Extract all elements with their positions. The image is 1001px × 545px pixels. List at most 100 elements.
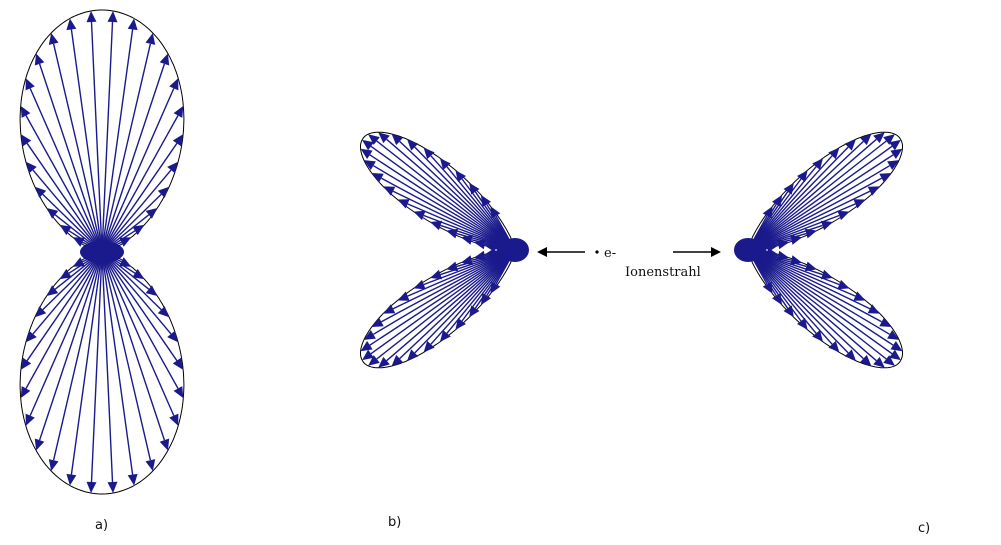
arrowhead-icon	[820, 220, 833, 231]
arrowhead-icon	[783, 182, 794, 195]
arrowhead-icon	[383, 186, 396, 196]
arrowhead-icon	[371, 317, 384, 327]
field-arrow	[747, 249, 849, 354]
arrowhead-icon	[360, 148, 373, 159]
field-arrow	[747, 249, 871, 310]
arrowhead-icon	[107, 11, 118, 23]
field-arrow	[25, 251, 103, 389]
field-arrow	[26, 142, 103, 253]
arrowhead-icon	[430, 269, 443, 280]
arrowhead-icon	[879, 173, 892, 183]
field-arrow	[747, 155, 833, 251]
arrowhead-icon	[66, 473, 77, 486]
field-arrow	[747, 249, 817, 334]
arrowhead-icon	[887, 330, 900, 340]
field-arrow	[32, 251, 103, 335]
field-arrow	[101, 251, 172, 335]
arrowhead-icon	[34, 438, 45, 451]
arrowhead-icon	[25, 413, 35, 426]
field-arrow	[376, 140, 516, 251]
arrowhead-icon	[34, 306, 47, 318]
arrowhead-icon	[20, 105, 31, 118]
arrowhead-icon	[413, 279, 426, 290]
field-arrow	[747, 249, 864, 360]
arrowhead-icon	[766, 247, 779, 258]
field-arrow	[370, 145, 516, 251]
arrowhead-icon	[867, 304, 880, 314]
panel-a-label: a)	[95, 518, 108, 533]
arrowhead-icon	[804, 261, 817, 272]
arrowhead-icon	[890, 341, 903, 352]
arrowhead-icon	[107, 481, 118, 493]
arrowhead-icon	[360, 341, 373, 352]
field-arrow	[747, 145, 893, 251]
arrowhead-icon	[72, 237, 85, 247]
arrowhead-icon	[889, 349, 901, 361]
field-arrow	[747, 140, 864, 251]
field-arrow	[29, 251, 103, 416]
field-arrow	[399, 140, 516, 251]
arrowhead-icon	[371, 173, 384, 183]
arrowhead-icon	[480, 293, 491, 306]
electron-label: e-	[604, 246, 616, 261]
field-arrow	[399, 249, 516, 360]
field-arrow	[381, 177, 516, 251]
field-arrow	[414, 146, 516, 251]
arrowhead-icon	[455, 170, 466, 182]
field-arrow	[747, 154, 894, 251]
field-arrow	[747, 249, 893, 355]
arrowhead-icon	[159, 53, 170, 66]
arrowhead-icon	[132, 268, 145, 280]
field-arrow	[38, 251, 103, 441]
panel-c-label: c)	[918, 521, 930, 536]
arrowhead-icon	[889, 139, 901, 151]
field-arrow	[407, 249, 516, 297]
field-arrow	[747, 249, 887, 360]
arrowhead-icon	[797, 318, 808, 330]
arrowhead-icon	[169, 413, 179, 426]
arrowhead-icon	[828, 147, 840, 160]
field-arrow	[392, 190, 516, 251]
arrowhead-icon	[804, 228, 817, 239]
panel-c-backward-pattern	[734, 131, 903, 369]
arrowhead-icon	[772, 194, 783, 207]
arrowhead-icon	[119, 257, 132, 267]
arrowhead-icon	[883, 355, 895, 366]
arrowhead-icon	[844, 349, 856, 361]
field-arrow	[101, 88, 175, 253]
arrowhead-icon	[46, 285, 59, 296]
arrowhead-icon	[145, 208, 158, 219]
arrowhead-icon	[362, 139, 374, 151]
panel-a-dipole-pattern	[19, 9, 185, 495]
arrowhead-icon	[48, 459, 59, 471]
arrowhead-icon	[797, 170, 808, 182]
field-arrow	[101, 63, 166, 253]
arrowhead-icon	[407, 349, 419, 361]
ion-beam-label: Ionenstrahl	[625, 265, 701, 280]
field-arrow	[747, 165, 890, 251]
arrowhead-icon	[378, 132, 390, 144]
arrowhead-icon	[363, 160, 376, 170]
arrowhead-icon	[873, 356, 885, 368]
arrowhead-icon	[879, 317, 892, 327]
field-arrow	[369, 249, 516, 346]
arrowhead-icon	[812, 158, 823, 170]
arrowhead-icon	[25, 330, 37, 343]
arrowhead-icon	[883, 134, 895, 145]
arrowhead-icon	[25, 161, 37, 174]
arrowhead-icon	[828, 340, 840, 353]
arrowhead-icon	[48, 33, 59, 45]
arrowhead-icon	[20, 357, 32, 370]
arrowhead-icon	[169, 78, 179, 91]
arrowhead-icon	[469, 305, 480, 318]
field-arrow	[414, 249, 516, 354]
field-arrow	[370, 249, 516, 355]
field-arrow	[25, 115, 103, 253]
field-arrow	[101, 115, 179, 253]
arrowhead-icon	[383, 304, 396, 314]
arrowhead-icon	[368, 134, 380, 145]
arrowhead-icon	[145, 33, 156, 45]
arrowhead-icon	[820, 269, 833, 280]
arrowhead-icon	[362, 349, 374, 361]
field-arrow	[376, 249, 516, 360]
